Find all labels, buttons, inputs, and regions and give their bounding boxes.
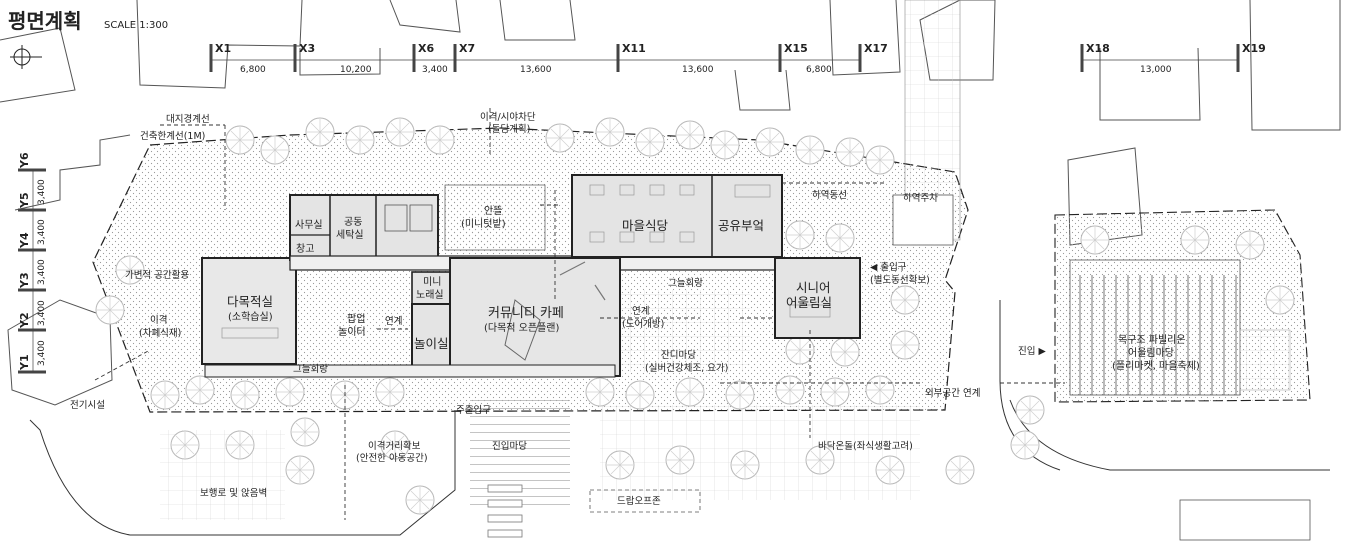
grid-x11: X11 (622, 42, 646, 55)
link-label-3: (도어개방) (622, 319, 664, 330)
dims-y: 3,400 3,400 3,400 3,400 3,400 (37, 179, 47, 366)
floor-heating-label: 바닥온돌(좌식생활고려) (818, 440, 913, 452)
grid-y5: Y5 (18, 192, 31, 209)
pavilion-3: (플리마켓, 마을축제) (1112, 360, 1200, 372)
dim-x-4: 13,600 (520, 65, 552, 75)
grid-y1: Y1 (18, 354, 31, 371)
grid-x3: X3 (299, 42, 315, 55)
dim-y-2: 3,400 (37, 219, 47, 245)
dim-x-2: 10,200 (340, 65, 372, 75)
dim-y-4: 3,400 (37, 300, 47, 326)
room-multi-2: (소학습실) (228, 311, 273, 323)
setback-top-1: 이격/시야차단 (480, 111, 536, 123)
walkway-label: 보행로 및 앉음벽 (200, 487, 267, 499)
pavilion-2: 어울림마당 (1128, 347, 1174, 359)
flexible-label: 가변적 공간활용 (125, 269, 189, 281)
building-walls (201, 174, 861, 378)
unload-line-label: 하역동선 (812, 189, 847, 201)
grid-x1: X1 (215, 42, 231, 55)
room-karaoke-2: 노래실 (416, 289, 444, 301)
dim-x-5: 13,600 (682, 65, 714, 75)
dims-x: 6,800 10,200 3,400 13,600 13,600 6,800 1… (240, 65, 1172, 75)
room-play: 놀이실 (414, 336, 449, 351)
setback-top-2: (돌담계획) (488, 123, 530, 135)
yard-2: (미니텃밭) (461, 218, 506, 230)
link-label-1: 연계 (385, 315, 402, 327)
grid-x19: X19 (1242, 42, 1266, 55)
dim-y-5: 3,400 (37, 340, 47, 366)
dist-2: (안전한 아동공간) (356, 453, 428, 464)
room-senior-1: 시니어 (796, 280, 831, 295)
entrance-1: ◀ 출입구 (870, 261, 907, 273)
grid-labels-y: Y6 Y5 Y4 Y3 Y2 Y1 (18, 152, 31, 371)
room-karaoke-1: 미니 (423, 276, 441, 288)
grid-y4: Y4 (18, 232, 31, 249)
outdoor-link-label: 외부공간 연계 (925, 387, 980, 399)
neighbor-buildings (0, 0, 1341, 406)
site-line-label: 대지경계선 (166, 113, 210, 125)
popup-2: 놀이터 (338, 326, 366, 338)
grid-axes (18, 44, 1240, 374)
room-cafe-1: 커뮤니티 카페 (488, 306, 564, 321)
grid-y6: Y6 (18, 152, 31, 169)
drop-off-zone (487, 484, 701, 538)
page-title: 평면계획 (8, 9, 82, 33)
grid-x15: X15 (784, 42, 808, 55)
dim-x-6: 6,800 (806, 65, 832, 75)
dim-x-1: 6,800 (240, 65, 266, 75)
shade-corridor-top: 그늘회랑 (668, 277, 703, 289)
build-line-label: 건축한계선(1M) (140, 130, 205, 142)
dist-1: 이격거리확보 (368, 440, 421, 452)
approach-label: 진입 ▶ (1018, 345, 1046, 357)
north-arrow (10, 45, 42, 69)
grid-x6: X6 (418, 42, 434, 55)
room-cafe-2: (다목적 오픈플랜) (484, 322, 559, 334)
popup-1: 팝업 (347, 312, 365, 325)
grid-x18: X18 (1086, 42, 1110, 55)
grid-labels-x: X1 X3 X6 X7 X11 X15 X17 X18 X19 (215, 42, 1266, 55)
room-senior-2: 어울림실 (786, 295, 832, 310)
lawn-2: (실버건강체조, 요가) (645, 363, 728, 374)
furniture (221, 184, 831, 339)
grid-y2: Y2 (18, 312, 31, 329)
pavilion-1: 목구조 파빌리온 (1118, 334, 1186, 346)
lawn-1: 잔디마당 (661, 350, 696, 361)
dim-y-3: 3,400 (37, 259, 47, 285)
electric-label: 전기시설 (70, 400, 105, 411)
room-storage: 창고 (296, 243, 314, 255)
grid-x17: X17 (864, 42, 888, 55)
grid-y3: Y3 (18, 272, 31, 289)
scale-label: SCALE 1:300 (104, 20, 168, 31)
setback-left-1: 이격 (150, 314, 167, 326)
grid-x7: X7 (459, 42, 475, 55)
room-dining: 마을식당 (622, 218, 669, 233)
drop-off-label: 드랍오프존 (617, 495, 661, 507)
room-laundry-1: 공동 (344, 216, 362, 228)
dim-y-1: 3,400 (37, 179, 47, 205)
shade-corridor-bottom: 그늘회랑 (293, 363, 328, 375)
dim-x-3: 3,400 (422, 65, 448, 75)
flow-lines (94, 108, 1065, 520)
entrance-2: (별도동선확보) (870, 274, 930, 286)
room-kitchen: 공유부엌 (718, 218, 764, 233)
unload-parking-label: 하역주차 (903, 192, 938, 204)
link-label-2: 연계 (632, 305, 649, 317)
room-laundry-2: 세탁실 (336, 229, 364, 241)
entry-yard-label: 진입마당 (492, 440, 527, 452)
yard-1: 안뜰 (484, 205, 502, 217)
main-entrance-label: 주출입구 (456, 404, 491, 416)
room-multi-1: 다목적실 (227, 294, 273, 309)
dim-x-7: 13,000 (1140, 65, 1172, 75)
setback-left-2: (차폐식재) (139, 327, 181, 339)
room-office: 사무실 (295, 219, 323, 231)
